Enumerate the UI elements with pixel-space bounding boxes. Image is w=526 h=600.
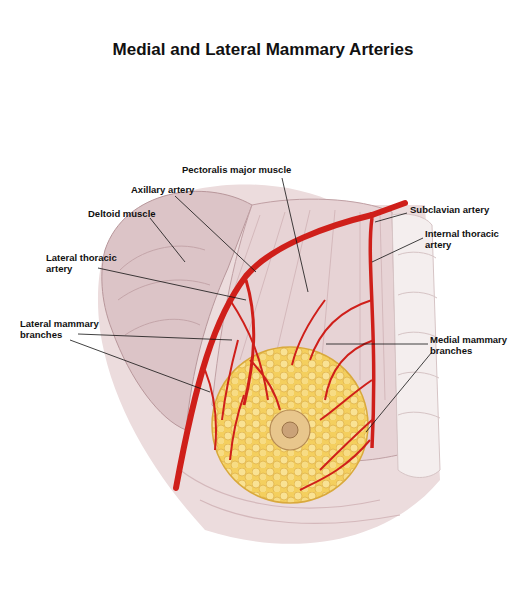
part-label: Deltoid muscle: [88, 208, 188, 219]
leader-line: [372, 238, 423, 262]
part-label: Axillary artery: [131, 184, 231, 195]
part-label: Internal thoracic artery: [425, 228, 515, 250]
part-label: Medial mammary branches: [430, 334, 514, 356]
leader-line: [282, 178, 308, 292]
leader-line: [150, 218, 185, 262]
part-label: Lateral mammary branches: [20, 318, 100, 340]
areola: [270, 410, 310, 450]
diagram-title: Medial and Lateral Mammary Arteries: [0, 40, 526, 60]
lateral-mammary-branches: [205, 300, 280, 460]
internal-thoracic-artery: [370, 218, 373, 448]
leader-line: [175, 196, 256, 272]
medial-mammary-branches: [292, 300, 374, 490]
subclavian-artery: [372, 203, 405, 215]
nipple: [282, 422, 298, 438]
part-label: Pectoralis major muscle: [182, 164, 322, 175]
torso: [98, 184, 440, 543]
leader-line: [326, 344, 428, 345]
leader-line: [98, 268, 246, 300]
part-label: Subclavian artery: [410, 204, 520, 215]
part-label: Lateral thoracic artery: [46, 252, 128, 274]
leader-line: [78, 334, 232, 340]
leader-line: [366, 352, 432, 432]
leader-lines: [70, 178, 432, 432]
muscle-fibers: [118, 246, 210, 335]
leader-line: [375, 213, 407, 222]
leader-line: [70, 340, 210, 392]
